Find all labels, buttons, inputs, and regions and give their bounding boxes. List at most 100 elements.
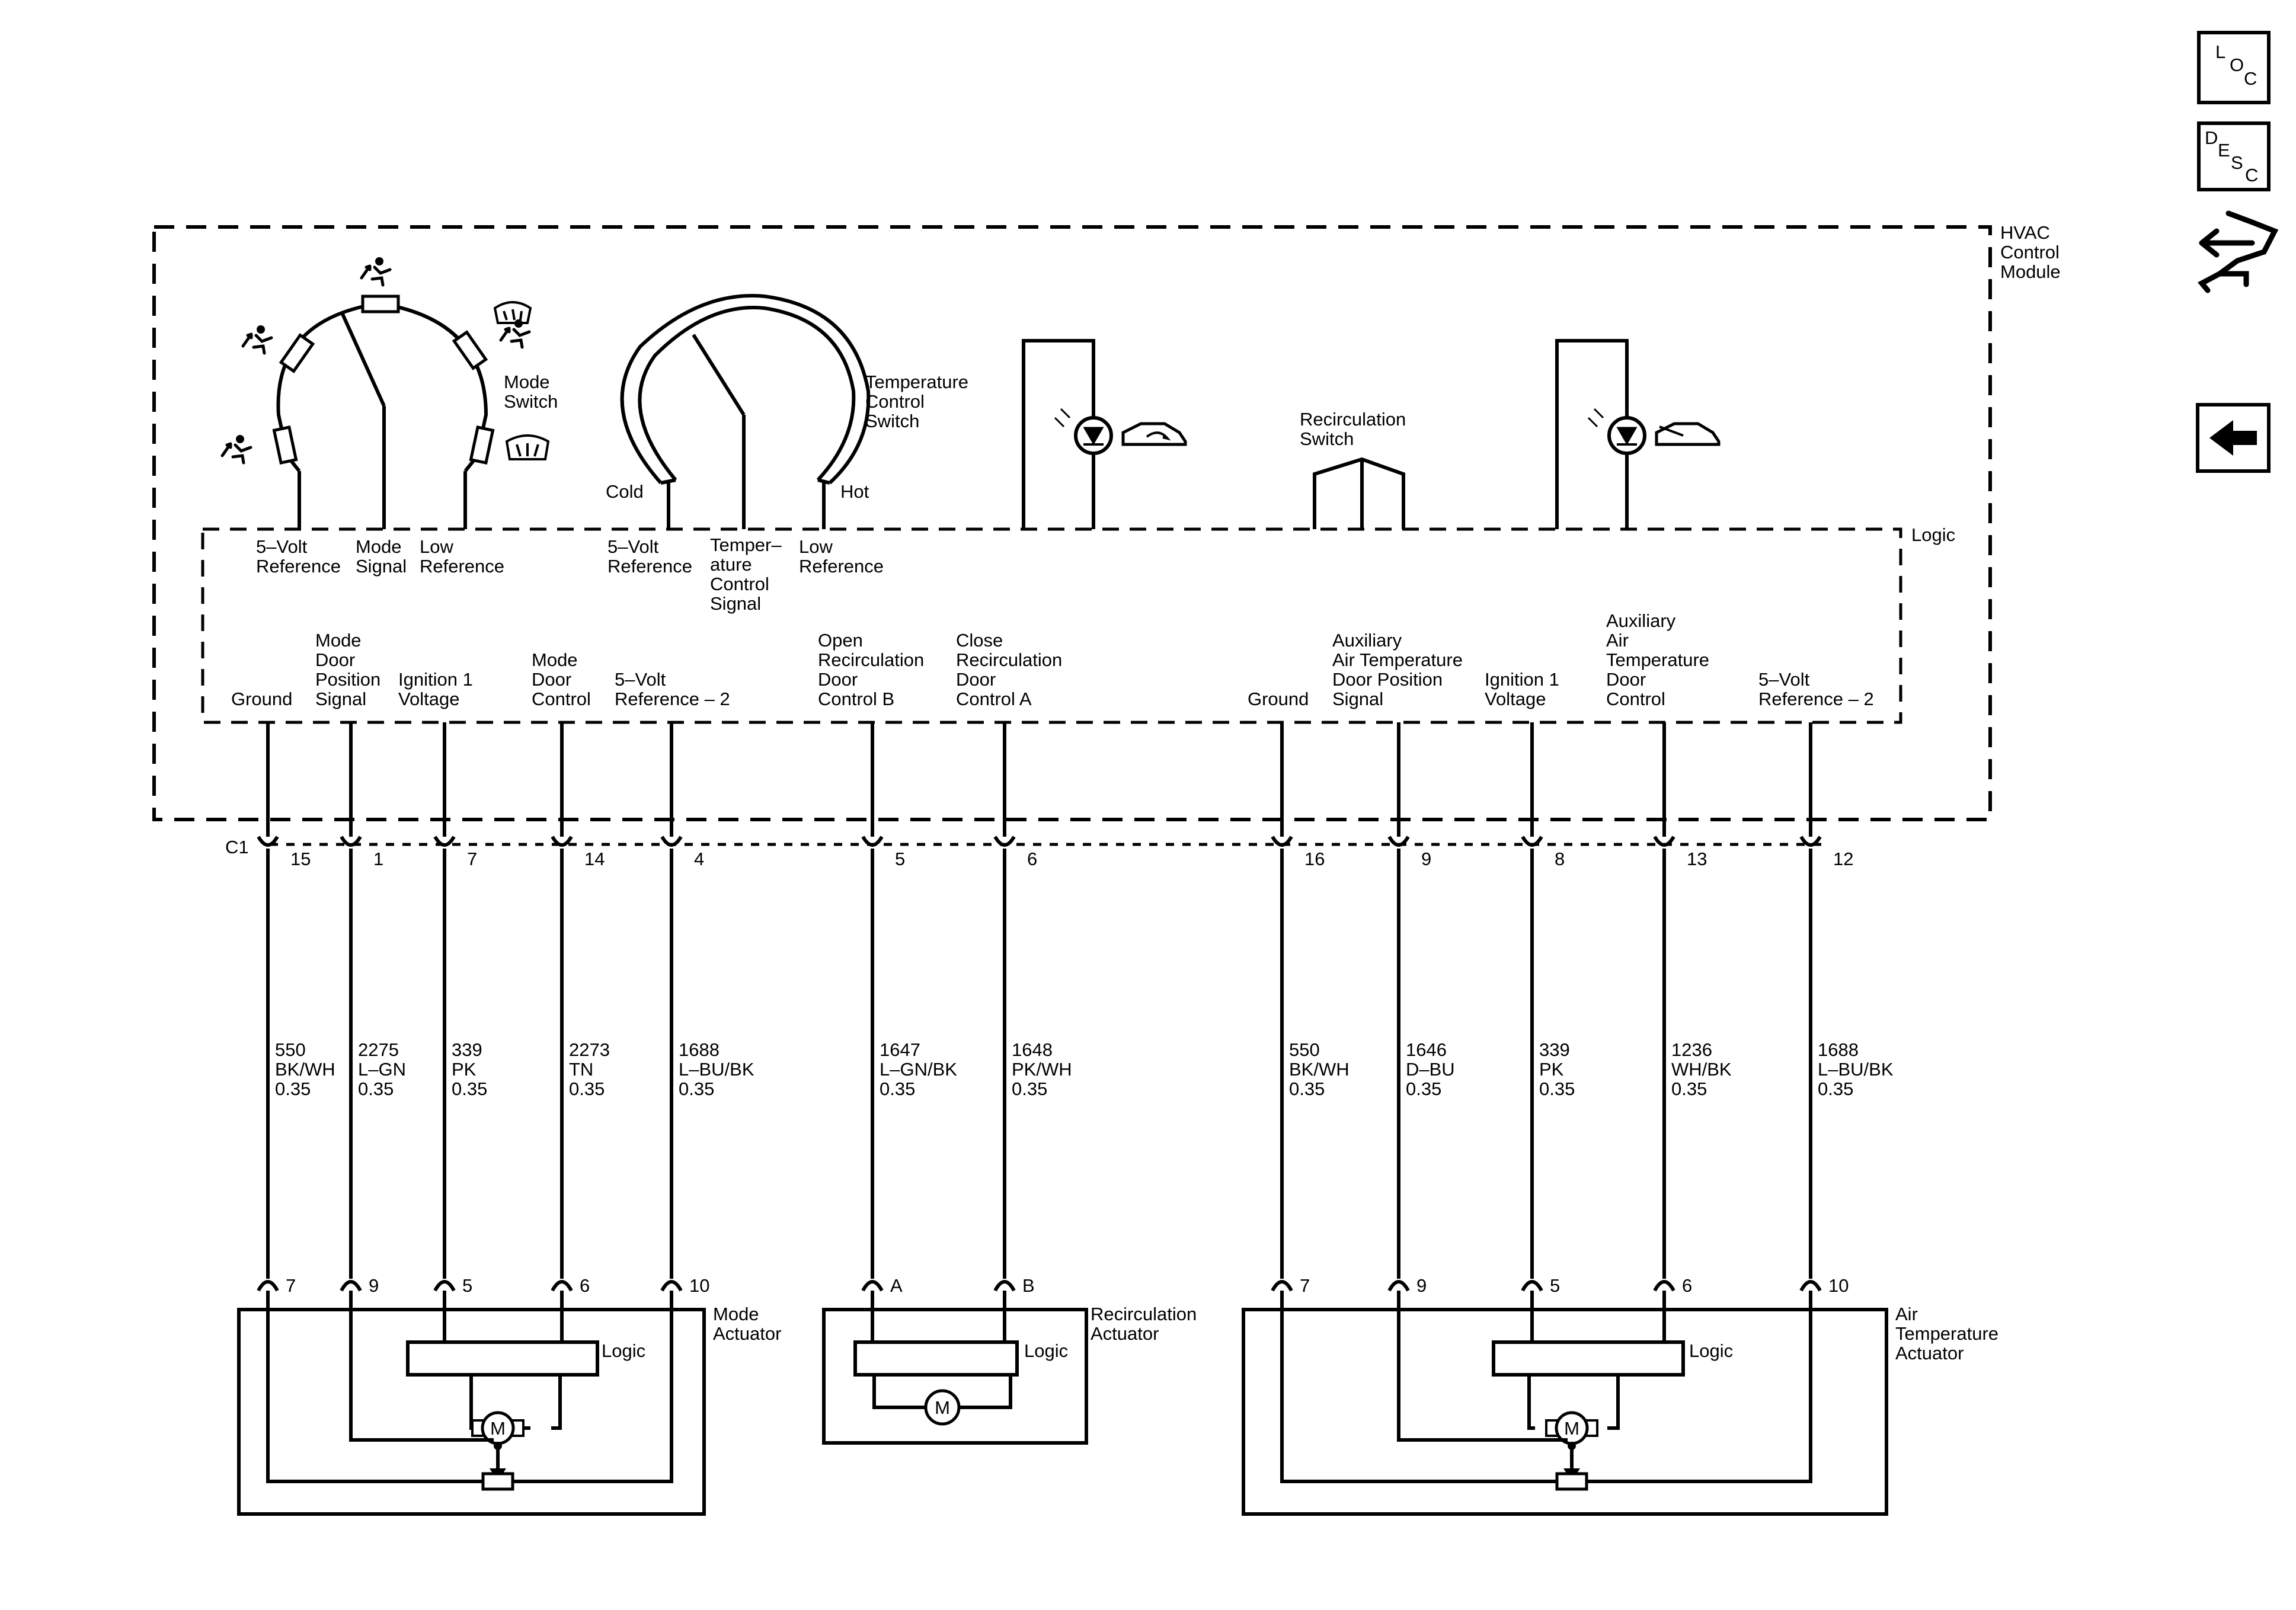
mode-actuator-logic-label: Logic	[602, 1340, 645, 1361]
temp-signal-line-2: ature	[710, 554, 752, 575]
wire-gauge: 0.35	[880, 1078, 915, 1099]
circuit-function-label: Ground	[1248, 689, 1309, 709]
circuit-function-label: Ignition 1	[1485, 669, 1559, 690]
module-title-line-3: Module	[2000, 261, 2061, 282]
mode-signal-line-2: Signal	[356, 556, 407, 577]
circuit-function-label: Control	[1606, 689, 1665, 709]
recirc-actuator-logic-label: Logic	[1024, 1340, 1068, 1361]
circuit-number: 2273	[569, 1039, 610, 1060]
actuator-terminal	[1271, 1280, 1293, 1292]
wire-gauge: 0.35	[1671, 1078, 1707, 1099]
actuator-pin-number: B	[1022, 1275, 1035, 1296]
actuator-terminal	[1521, 1280, 1543, 1292]
circuit-function-label: 5–Volt	[615, 669, 666, 690]
c1-pin-number: 12	[1833, 849, 1853, 869]
hvac-module-outline	[152, 225, 1992, 821]
actuator-terminal	[433, 1280, 456, 1292]
mode-switch-contacts	[272, 295, 495, 465]
connector-end-view-icon[interactable]	[2198, 210, 2279, 293]
circuit-function-label: Air	[1606, 630, 1629, 651]
actuator-pin-number: 6	[580, 1275, 590, 1296]
air-temp-actuator-label-1: Air	[1895, 1304, 1918, 1324]
circuit-function-label: Mode	[315, 630, 362, 651]
c1-terminal	[340, 836, 362, 847]
outside-air-indicator-led	[1555, 339, 1646, 529]
circuit-function-label: 5–Volt	[1758, 669, 1810, 690]
wire-color: D–BU	[1406, 1059, 1455, 1080]
wire-color: L–GN/BK	[880, 1059, 957, 1080]
circuit-function-label: Signal	[1332, 689, 1383, 709]
mode-switch-label-1: Mode	[504, 372, 550, 392]
actuator-pin-number: A	[890, 1275, 903, 1296]
circuit-function-label: Voltage	[398, 689, 459, 709]
c1-pin-number: 8	[1555, 849, 1565, 869]
actuator-pin-number: 10	[1828, 1275, 1849, 1296]
recirc-switch-label-1: Recirculation	[1300, 409, 1406, 430]
circuit-function-label: Position	[315, 669, 380, 690]
circuit-function-label: Control B	[818, 689, 894, 709]
temp-5v-ref-line-2: Reference	[607, 556, 692, 577]
circuit-function-label: Door	[956, 669, 996, 690]
recirculation-switch	[1313, 457, 1405, 529]
recirc-actuator-motor-label: M	[935, 1397, 950, 1418]
actuator-terminal	[1799, 1280, 1822, 1292]
desc-button[interactable]: D E S C	[2197, 121, 2271, 191]
wire-color: L–BU/BK	[1818, 1059, 1894, 1080]
circuit-function-label: Control A	[956, 689, 1032, 709]
c1-terminal	[433, 836, 456, 847]
wire-color: WH/BK	[1671, 1059, 1732, 1080]
actuator-pin-number: 10	[689, 1275, 709, 1296]
temp-hot-label: Hot	[840, 481, 869, 502]
c1-pin-number: 6	[1027, 849, 1037, 869]
wire-color: BK/WH	[1289, 1059, 1350, 1080]
loc-button[interactable]: L O C	[2197, 31, 2271, 104]
temp-signal-line-3: Control	[710, 574, 769, 594]
c1-terminal	[993, 836, 1016, 847]
mode-act-ground-wire	[266, 1310, 483, 1483]
temp-cold-label: Cold	[606, 481, 644, 502]
circuit-function-label: Open	[818, 630, 863, 651]
temp-switch-label-2: Control	[865, 391, 925, 412]
mode-actuator	[237, 1308, 706, 1516]
logic-block-label: Logic	[1911, 524, 1955, 545]
c1-pin-number: 5	[895, 849, 905, 869]
circuit-number: 1646	[1406, 1039, 1447, 1060]
wire-color: TN	[569, 1059, 593, 1080]
desc-char-4: C	[2245, 165, 2258, 185]
c1-terminal	[1521, 836, 1543, 847]
circuit-function-label: Reference – 2	[615, 689, 730, 709]
actuator-terminal	[993, 1280, 1016, 1292]
c1-terminal	[1653, 836, 1675, 847]
circuit-number: 1648	[1012, 1039, 1053, 1060]
c1-pin-number: 9	[1421, 849, 1431, 869]
desc-char-2: E	[2218, 140, 2230, 161]
actuator-pin-number: 5	[1550, 1275, 1560, 1296]
wire-color: L–BU/BK	[679, 1059, 754, 1080]
wire-gauge: 0.35	[275, 1078, 311, 1099]
circuit-function-label: Air Temperature	[1332, 649, 1463, 670]
air-act-position-wire	[1397, 1310, 1568, 1442]
wire-gauge: 0.35	[569, 1078, 605, 1099]
circuits-layer: Ground157550BK/WH0.35ModeDoorPositionSig…	[231, 610, 1894, 1310]
circuit-function-label: Reference – 2	[1758, 689, 1874, 709]
wire-color: PK	[452, 1059, 477, 1080]
recirc-actuator-label-2: Actuator	[1091, 1323, 1159, 1344]
actuator-pin-number: 9	[1416, 1275, 1427, 1296]
loc-char-2: O	[2230, 55, 2244, 75]
floor-mode-icon	[222, 435, 251, 463]
circuit-number: 339	[452, 1039, 482, 1060]
actuator-pin-number: 6	[1682, 1275, 1692, 1296]
loc-char-1: L	[2215, 41, 2225, 62]
mode-act-feedback-pot	[481, 1472, 514, 1491]
c1-pin-number: 15	[290, 849, 311, 869]
c1-terminal	[861, 836, 884, 847]
bi-level-mode-icon	[243, 325, 271, 353]
module-title-line-2: Control	[2000, 242, 2060, 263]
wire-gauge: 0.35	[1012, 1078, 1047, 1099]
circuit-number: 1688	[679, 1039, 720, 1060]
recirc-switch-label-2: Switch	[1300, 428, 1354, 449]
back-arrow-button[interactable]	[2196, 403, 2271, 473]
temp-low-ref-line-1: Low	[799, 536, 833, 557]
circuit-function-label: Auxiliary	[1606, 610, 1676, 631]
circuit-function-label: Door Position	[1332, 669, 1443, 690]
